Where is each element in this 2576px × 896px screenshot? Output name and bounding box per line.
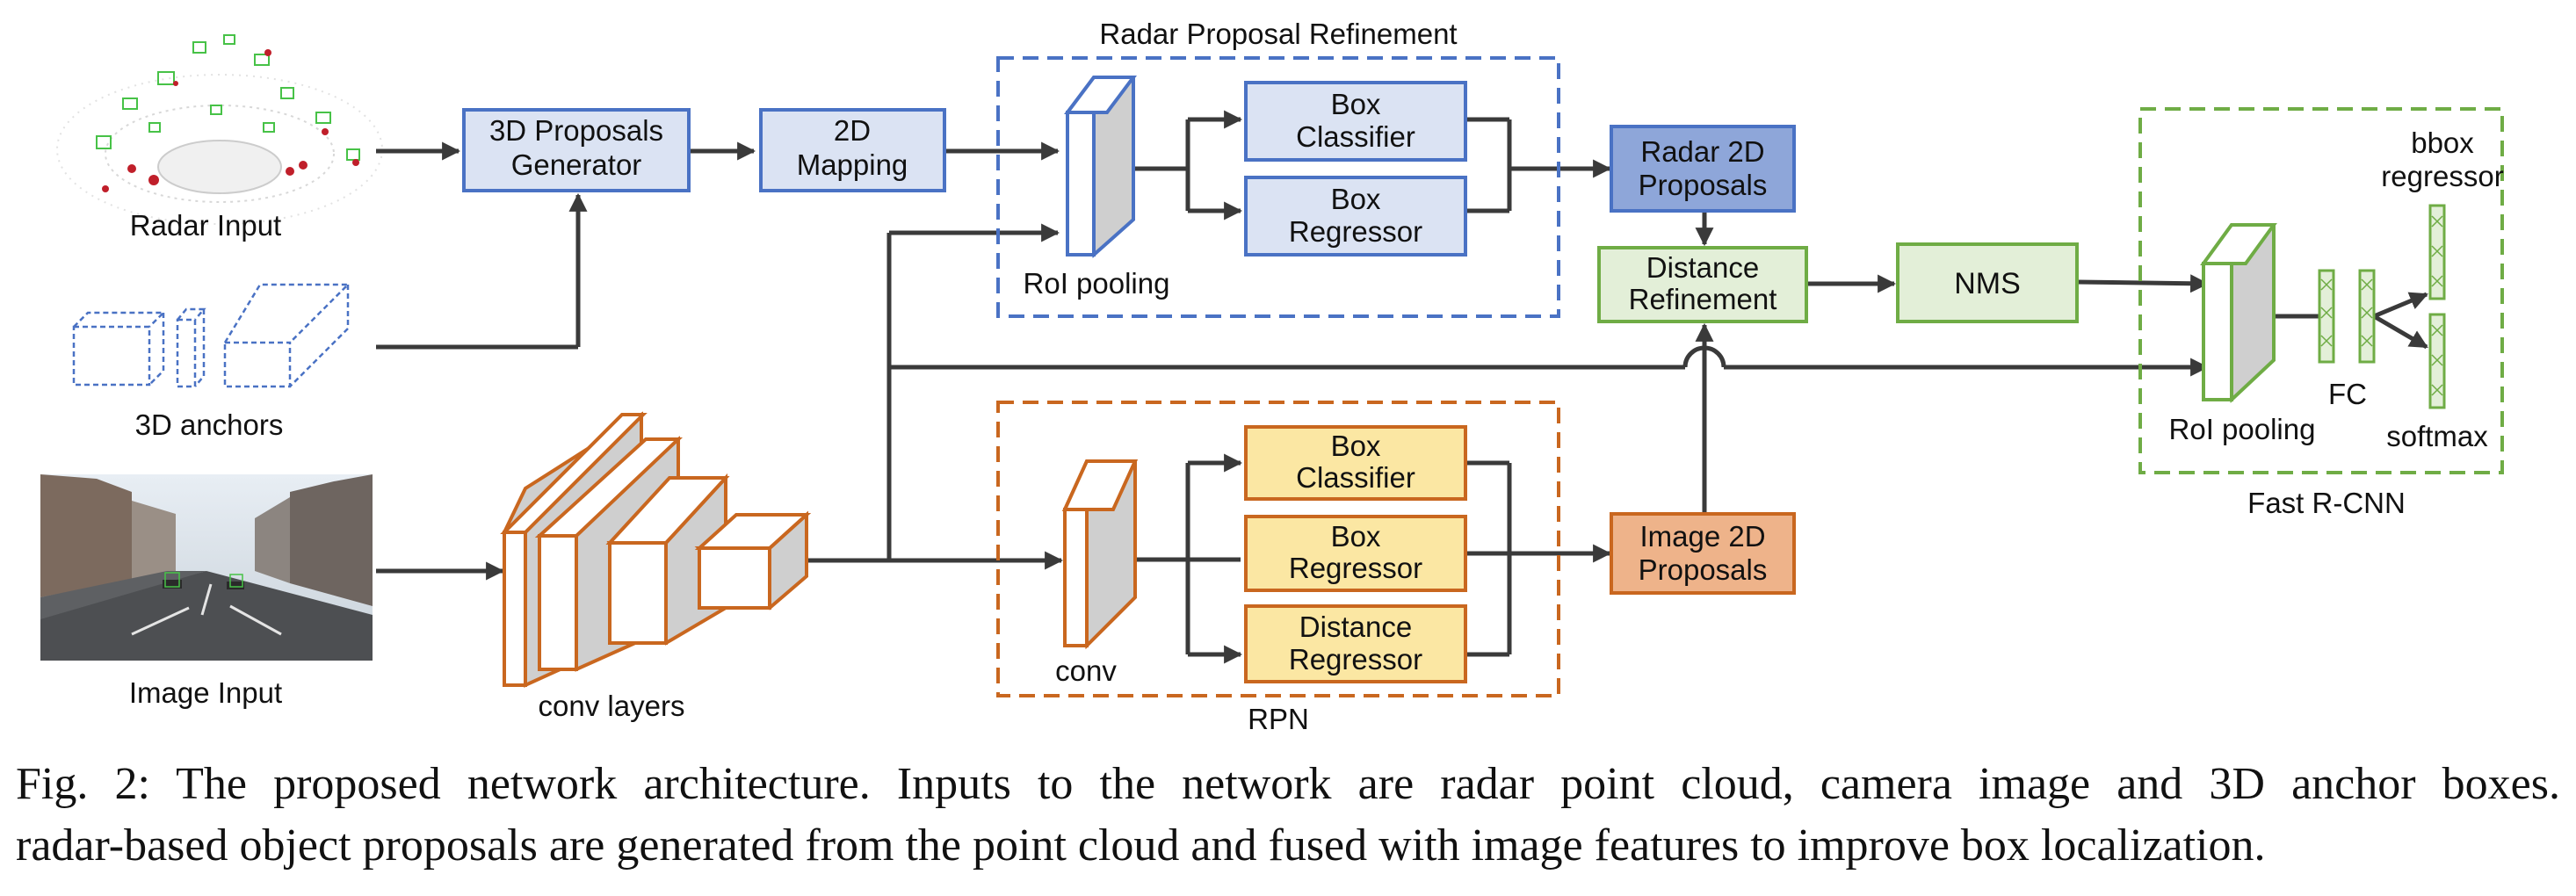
roi-pooling-1-label: RoI pooling: [1024, 267, 1170, 300]
roi-pooling-2-icon: [2200, 223, 2277, 403]
network-architecture-diagram: Radar Input 3D anchors Image Input: [40, 18, 2504, 735]
radar-pointcloud-image: [56, 34, 383, 225]
rpr-title: Radar Proposal Refinement: [1099, 18, 1457, 50]
conv-icon: [1061, 459, 1139, 650]
radar-proposal-refinement-group: [996, 56, 1560, 318]
image-input-label: Image Input: [129, 676, 282, 709]
softmax-output: [2428, 313, 2446, 409]
conv-layers-icon: [500, 411, 812, 688]
radar-input-label: Radar Input: [130, 209, 281, 242]
conv-layers-label: conv layers: [539, 690, 685, 722]
camera-image: [40, 474, 373, 661]
roi-pooling-1-icon: [1064, 76, 1137, 258]
roi-pooling-2-label: RoI pooling: [2169, 413, 2316, 445]
fc-layer-1: [2318, 269, 2335, 364]
fast-rcnn-title: Fast R-CNN: [2247, 487, 2406, 519]
rpn-title: RPN: [1248, 703, 1309, 735]
caption-line-2: radar-based object proposals are generat…: [16, 820, 2266, 871]
anchors-3d-label: 3D anchors: [135, 408, 284, 441]
svg-text:NMS: NMS: [1954, 267, 2021, 300]
fc-label: FC: [2328, 378, 2367, 410]
figure-caption: Fig. 2: The proposed network architectur…: [16, 754, 2560, 877]
connectors: [376, 110, 2428, 664]
anchor-boxes-icon: [72, 283, 351, 388]
rpn-group: [996, 401, 1560, 697]
fast-rcnn-group: [2138, 107, 2504, 474]
nms-box: NMS: [1896, 242, 2079, 323]
fc-layer-2: [2358, 269, 2376, 364]
caption-line-1: Fig. 2: The proposed network architectur…: [16, 759, 2560, 809]
softmax-label: softmax: [2386, 420, 2488, 452]
bbox-regressor-output: [2428, 204, 2446, 300]
conv-label: conv: [1055, 654, 1117, 687]
